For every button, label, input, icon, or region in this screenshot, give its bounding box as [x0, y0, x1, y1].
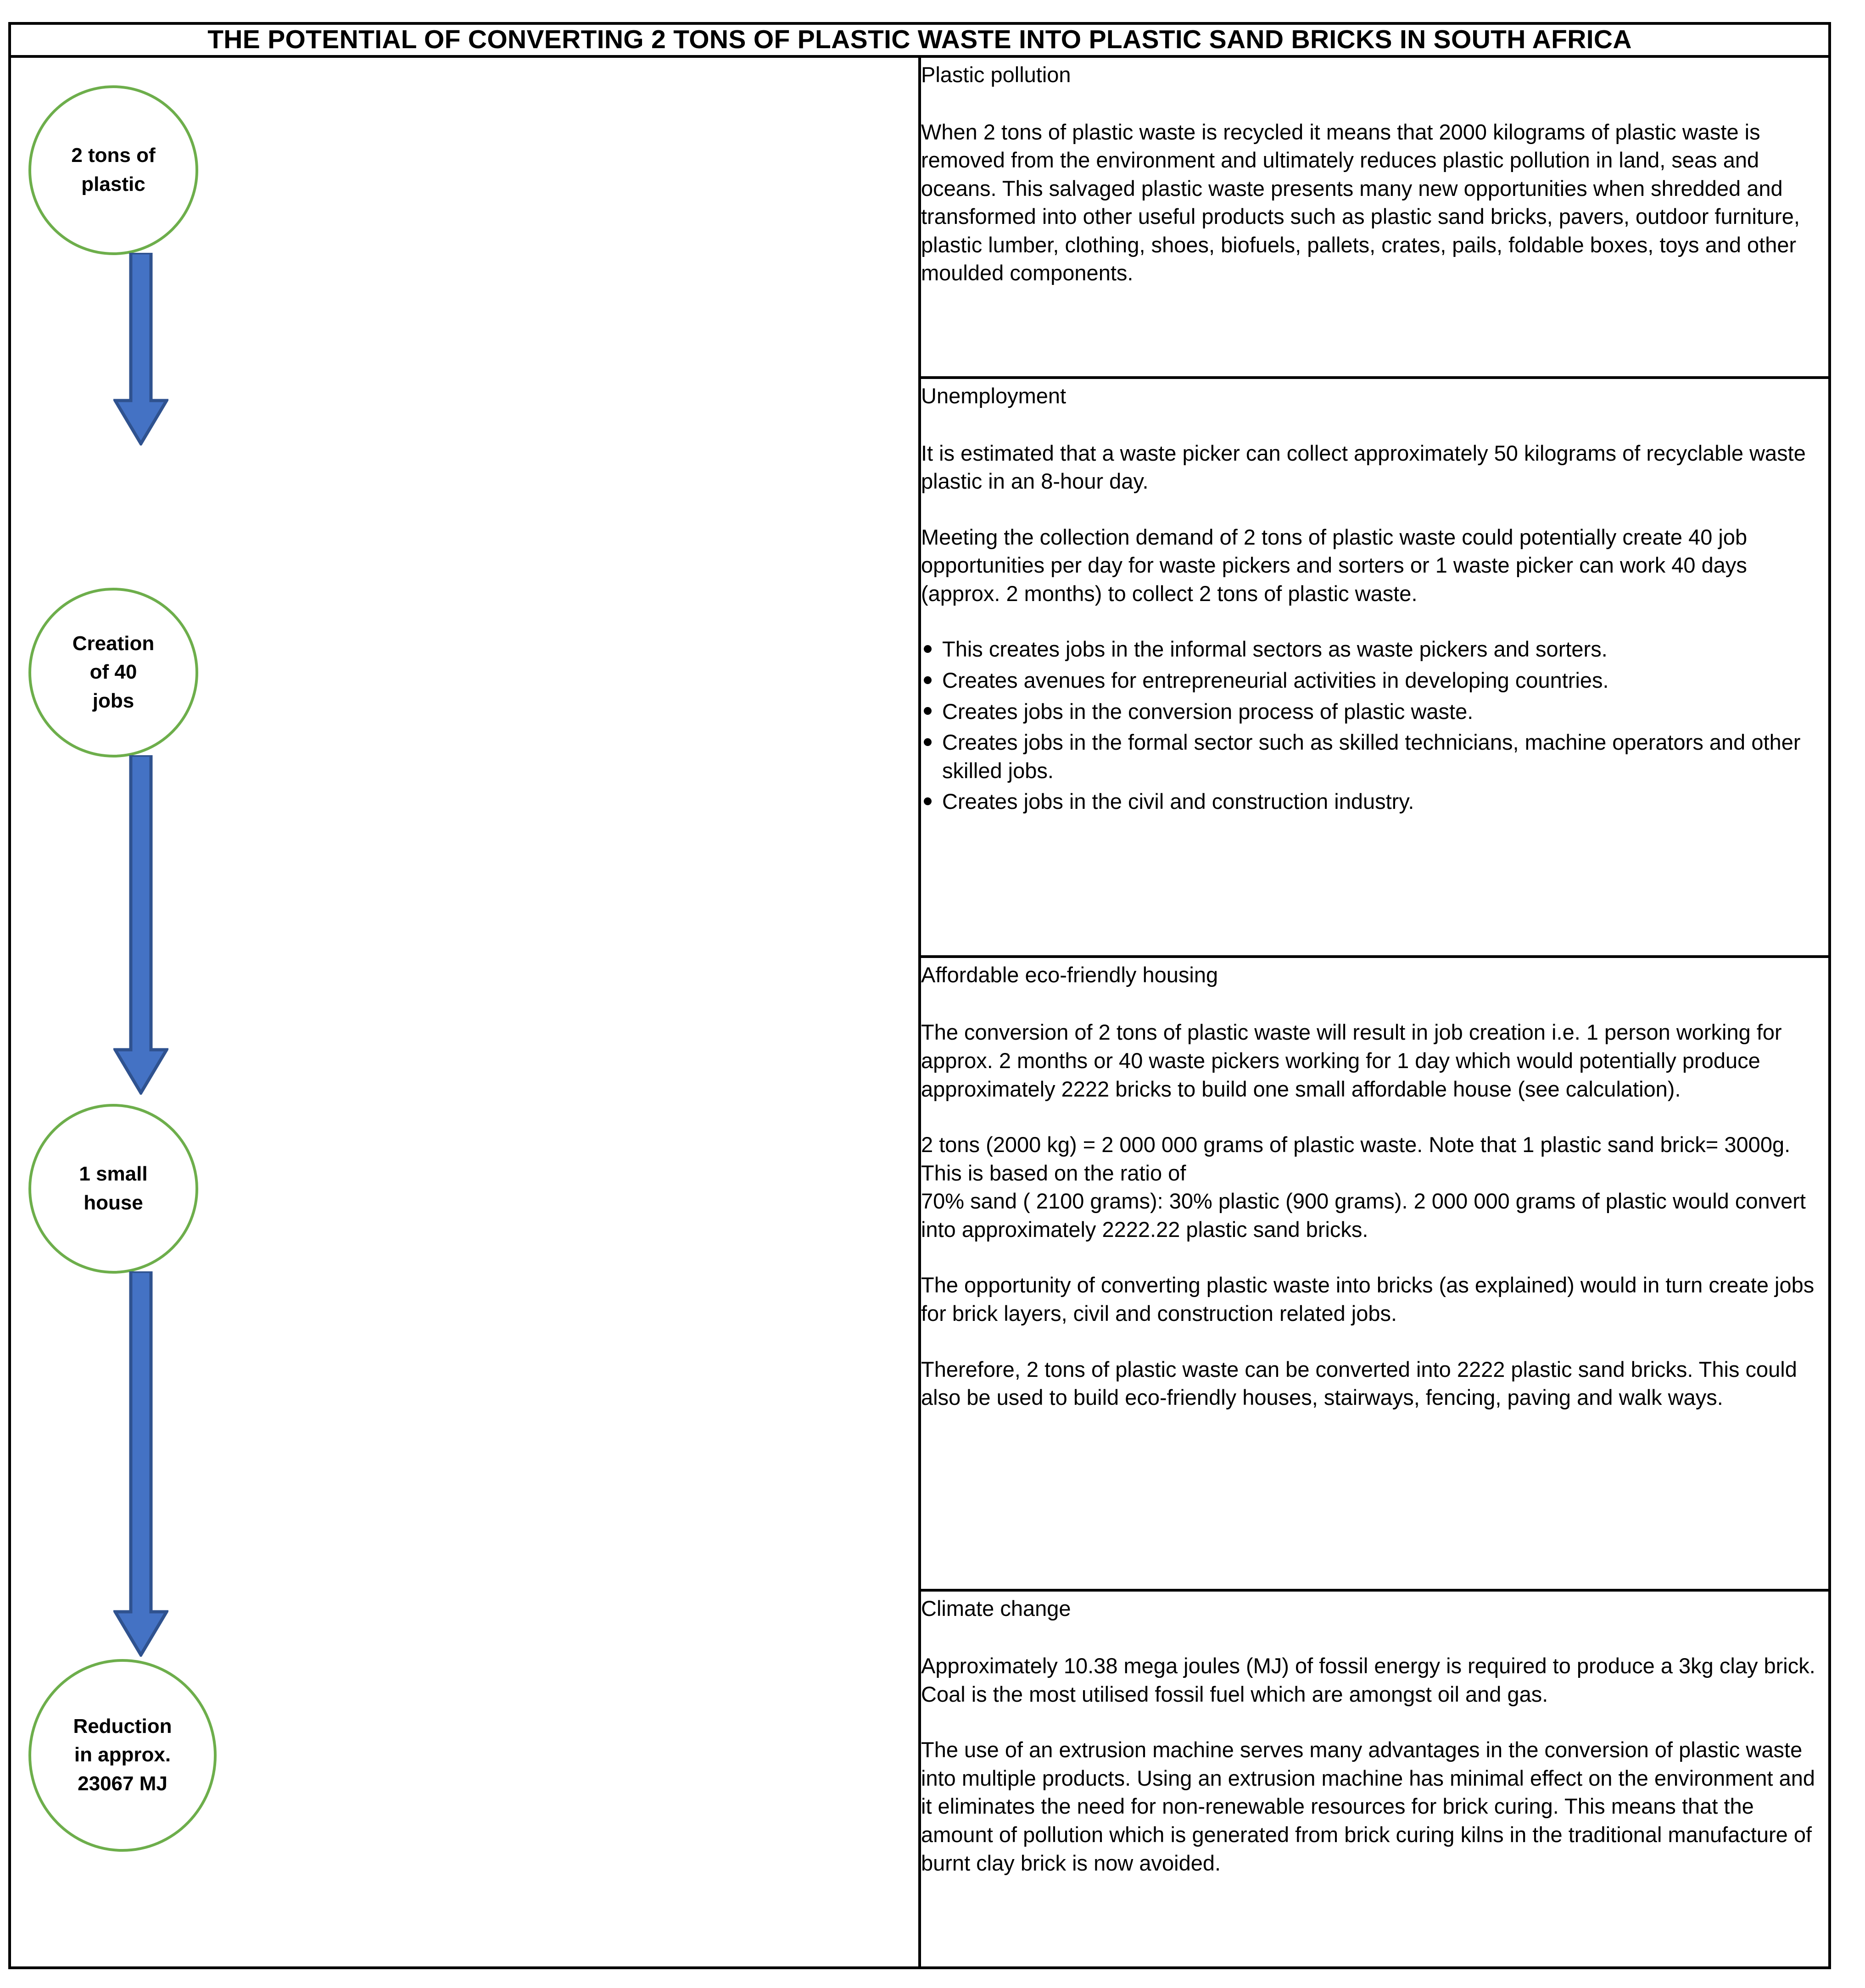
flow-node-jobs[interactable]: Creation of 40 jobs — [28, 587, 198, 757]
bullet-dot-icon — [924, 738, 932, 746]
flow-arrow-2-icon — [113, 755, 168, 1095]
spacer — [921, 1243, 1828, 1271]
row-unemployment: Unemployment It is estimated that a wast… — [10, 376, 1831, 958]
flow-arrow-1-icon — [113, 252, 168, 445]
bullet-dot-icon — [924, 707, 932, 715]
section-heading-unemployment: Unemployment — [921, 383, 1067, 408]
row-plastic-pollution: 2 tons of plastic Creation of 40 jobs — [8, 55, 1831, 1969]
section-climate-change: Climate change Approximately 10.38 mega … — [918, 1589, 1831, 1969]
section-plastic-pollution: Plastic pollution When 2 tons of plastic… — [918, 55, 1831, 379]
bullet-dot-icon — [924, 797, 932, 805]
list-item-label: Creates avenues for entrepreneurial acti… — [942, 668, 1609, 692]
spacer — [921, 1708, 1828, 1736]
section-unemployment: Unemployment It is estimated that a wast… — [918, 376, 1831, 958]
section-paragraph: Meeting the collection demand of 2 tons … — [921, 524, 1748, 606]
section-paragraph: When 2 tons of plastic waste is recycled… — [921, 119, 1800, 285]
title-row: THE POTENTIAL OF CONVERTING 2 TONS OF PL… — [8, 22, 1831, 58]
flow-node-energy-label: Reduction in approx. 23067 MJ — [73, 1715, 172, 1795]
list-item: Creates jobs in the formal sector such a… — [921, 728, 1828, 785]
flow-node-energy[interactable]: Reduction in approx. 23067 MJ — [28, 1659, 217, 1852]
list-item-label: This creates jobs in the informal sector… — [942, 637, 1608, 662]
flow-arrow-3-icon — [113, 1271, 168, 1657]
spacer — [921, 412, 1828, 439]
section-paragraph: 70% sand ( 2100 grams): 30% plastic (900… — [921, 1189, 1806, 1242]
list-item: Creates jobs in the conversion process o… — [921, 697, 1828, 726]
section-heading-affordable-housing: Affordable eco-friendly housing — [921, 963, 1218, 987]
potential-table: THE POTENTIAL OF CONVERTING 2 TONS OF PL… — [8, 22, 1831, 1969]
page-title: THE POTENTIAL OF CONVERTING 2 TONS OF PL… — [207, 25, 1632, 54]
spacer — [921, 1624, 1828, 1652]
list-item-label: Creates jobs in the formal sector such a… — [942, 730, 1801, 783]
section-heading-climate-change: Climate change — [921, 1596, 1071, 1621]
spacer — [921, 1412, 1828, 1439]
list-item-label: Creates jobs in the civil and constructi… — [942, 789, 1414, 814]
section-paragraph: The conversion of 2 tons of plastic wast… — [921, 1020, 1782, 1101]
list-item: This creates jobs in the informal sector… — [921, 635, 1828, 663]
flowchart-canvas: 2 tons of plastic Creation of 40 jobs — [11, 58, 918, 1966]
flowchart-column: 2 tons of plastic Creation of 40 jobs — [8, 55, 921, 1969]
unemployment-bullet-list: This creates jobs in the informal sector… — [921, 635, 1828, 815]
spacer — [921, 90, 1828, 118]
flow-node-jobs-label: Creation of 40 jobs — [72, 632, 155, 712]
list-item: Creates jobs in the civil and constructi… — [921, 787, 1828, 816]
spacer — [921, 607, 1828, 635]
flow-node-house[interactable]: 1 small house — [28, 1103, 198, 1274]
section-heading-plastic-pollution: Plastic pollution — [921, 62, 1071, 87]
section-paragraph: The use of an extrusion machine serves m… — [921, 1737, 1815, 1875]
spacer — [921, 1328, 1828, 1355]
section-paragraph: The opportunity of converting plastic wa… — [921, 1273, 1815, 1325]
section-paragraph: Therefore, 2 tons of plastic waste can b… — [921, 1357, 1797, 1410]
flow-node-house-label: 1 small house — [79, 1163, 148, 1214]
flow-node-plastic[interactable]: 2 tons of plastic — [28, 85, 198, 255]
spacer — [921, 1103, 1828, 1130]
bullet-dot-icon — [924, 645, 932, 653]
section-affordable-housing: Affordable eco-friendly housing The conv… — [918, 955, 1831, 1592]
list-item-label: Creates jobs in the conversion process o… — [942, 699, 1474, 724]
title-cell: THE POTENTIAL OF CONVERTING 2 TONS OF PL… — [8, 22, 1831, 58]
bullet-dot-icon — [924, 676, 932, 684]
spacer — [921, 991, 1828, 1018]
list-item: Creates avenues for entrepreneurial acti… — [921, 666, 1828, 695]
spacer — [921, 496, 1828, 523]
flow-node-plastic-label: 2 tons of plastic — [71, 144, 156, 195]
section-paragraph: 2 tons (2000 kg) = 2 000 000 grams of pl… — [921, 1132, 1791, 1185]
section-paragraph: Approximately 10.38 mega joules (MJ) of … — [921, 1654, 1815, 1706]
row-climate-change: Climate change Approximately 10.38 mega … — [10, 1589, 1831, 1969]
section-paragraph: It is estimated that a waste picker can … — [921, 440, 1806, 494]
row-affordable-housing: Affordable eco-friendly housing The conv… — [10, 955, 1831, 1592]
